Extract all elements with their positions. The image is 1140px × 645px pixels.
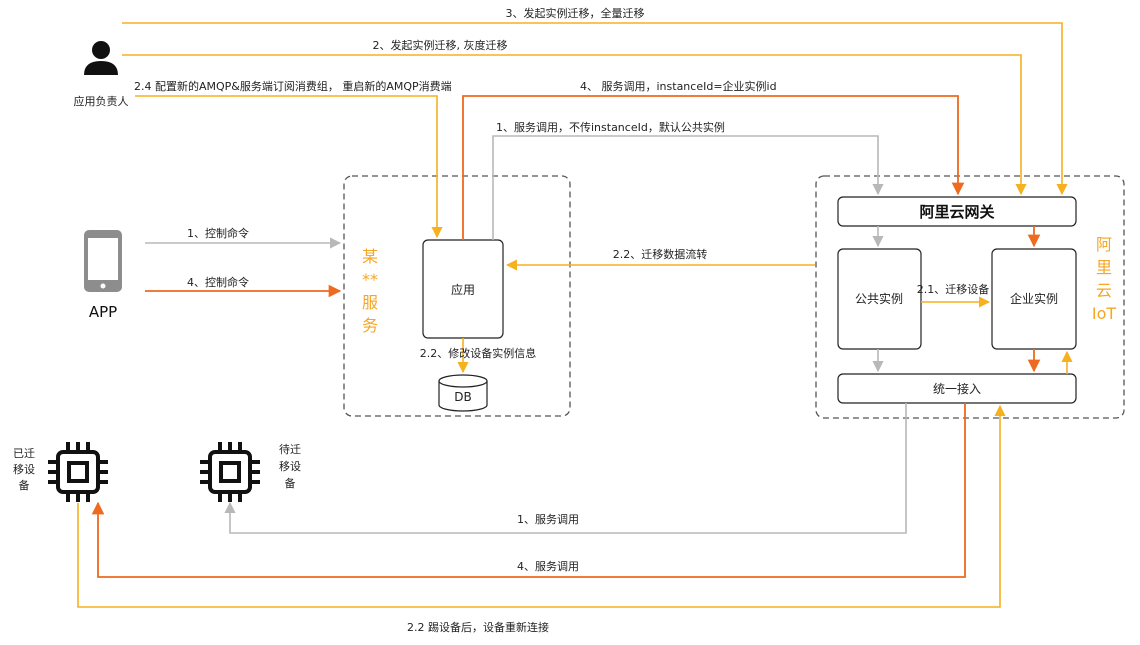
edge-2-2-kick-label: 2.2 踢设备后，设备重新连接 bbox=[407, 620, 549, 634]
service-container bbox=[343, 175, 571, 417]
svg-text:已迁: 已迁 bbox=[13, 447, 35, 460]
edge-4-device-label: 4、服务调用 bbox=[517, 560, 579, 573]
app-label: APP bbox=[89, 303, 117, 321]
edge-4-device-call bbox=[91, 403, 966, 578]
svg-text:移设: 移设 bbox=[279, 460, 301, 473]
edge-2-gray-migration bbox=[122, 54, 1027, 196]
enterprise-instance-label: 企业实例 bbox=[1010, 291, 1058, 306]
svg-text:云: 云 bbox=[1096, 281, 1112, 300]
gateway-node bbox=[837, 196, 1077, 227]
phone-icon bbox=[84, 230, 122, 292]
svg-text:IoT: IoT bbox=[1092, 304, 1117, 323]
public-instance-label: 公共实例 bbox=[855, 291, 903, 306]
pending-device-label: 待迁 移设 备 bbox=[279, 442, 301, 490]
edge-4-service-call bbox=[462, 95, 965, 240]
gateway-label: 阿里云网关 bbox=[919, 203, 994, 221]
edge-2-4-label: 2.4 配置新的AMQP&服务端订阅消费组， 重启新的AMQP消费端 bbox=[134, 79, 452, 93]
chip-icon bbox=[48, 442, 108, 502]
edge-2-1-label: 2.1、迁移设备 bbox=[917, 282, 990, 296]
svg-text:**: ** bbox=[362, 270, 378, 289]
edge-1-device-call bbox=[224, 403, 907, 534]
unified-access-label: 统一接入 bbox=[933, 381, 981, 396]
svg-text:移设: 移设 bbox=[13, 463, 35, 476]
edge-1-label: 1、服务调用，不传instanceId，默认公共实例 bbox=[496, 120, 725, 134]
svg-text:里: 里 bbox=[1096, 258, 1112, 277]
svg-text:务: 务 bbox=[362, 316, 378, 335]
public-instance-node bbox=[837, 248, 922, 350]
edge-1-device-label: 1、服务调用 bbox=[517, 513, 579, 526]
unified-access-node bbox=[837, 373, 1077, 404]
db-node bbox=[438, 374, 488, 412]
svg-text:服: 服 bbox=[362, 293, 378, 312]
edge-2-4-amqp bbox=[135, 95, 443, 239]
app-node-label: 应用 bbox=[451, 282, 475, 297]
edge-2-2-flow-label: 2.2、迁移数据流转 bbox=[613, 247, 708, 261]
service-box-title: 某 ** 服 务 bbox=[362, 247, 378, 335]
svg-text:某: 某 bbox=[362, 247, 378, 266]
svg-text:阿: 阿 bbox=[1096, 235, 1112, 254]
edge-4-control-label: 4、控制命令 bbox=[187, 275, 249, 289]
iot-box-title: 阿 里 云 IoT bbox=[1092, 235, 1117, 323]
iot-container bbox=[815, 175, 1125, 419]
edge-3-full-migration bbox=[122, 22, 1068, 196]
edge-3-label: 3、发起实例迁移，全量迁移 bbox=[506, 6, 645, 20]
db-label: DB bbox=[454, 390, 471, 404]
edge-2-label: 2、发起实例迁移, 灰度迁移 bbox=[373, 38, 508, 52]
edge-2-2-db-label: 2.2、修改设备实例信息 bbox=[420, 346, 537, 360]
svg-text:备: 备 bbox=[19, 478, 30, 492]
edge-2-2-reconnect bbox=[77, 404, 1006, 608]
svg-text:待迁: 待迁 bbox=[279, 442, 301, 456]
edge-1-control-label: 1、控制命令 bbox=[187, 226, 249, 240]
svg-text:备: 备 bbox=[285, 476, 296, 490]
chip-icon bbox=[200, 442, 260, 502]
person-icon bbox=[84, 41, 118, 75]
owner-label: 应用负责人 bbox=[74, 94, 129, 108]
edge-1-service-call bbox=[492, 135, 884, 240]
migrated-device-label: 已迁 移设 备 bbox=[13, 447, 35, 492]
edge-4-label: 4、 服务调用，instanceId=企业实例id bbox=[580, 79, 777, 93]
